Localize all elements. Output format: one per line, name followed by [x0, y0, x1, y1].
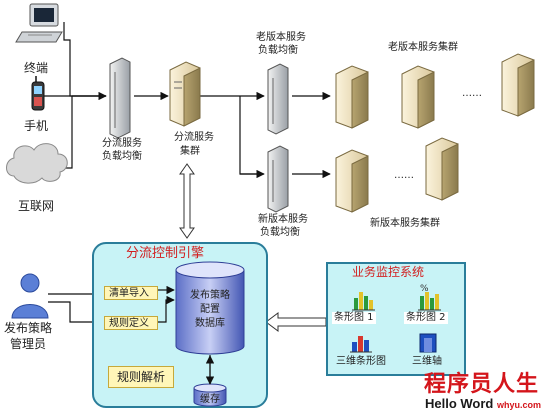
watermark-title: 程序员人生 [424, 372, 540, 397]
db-label-line3: 数据库 [195, 318, 225, 329]
db-label-line2: 配置 [200, 304, 220, 315]
watermark-sub-text: Hello Word [425, 396, 494, 411]
monitor-item-3d-axis: 三维轴 [412, 356, 442, 367]
monitor-item-bar-chart-2: 条形图 2 [404, 312, 448, 324]
monitor-item-3d-bar: 三维条形图 [336, 356, 386, 367]
watermark-sub: Hello Word whyu.com [425, 396, 541, 411]
main-load-balancer-icon [109, 57, 131, 139]
internet-cloud-icon [6, 143, 68, 184]
old-load-balancer-icon [267, 63, 289, 135]
new-lb-label-line2: 负载均衡 [260, 227, 300, 238]
old-cluster-ellipsis: …… [462, 88, 482, 99]
admin-label-line2: 管理员 [10, 337, 47, 351]
new-lb-label-line1: 新版本服务 [258, 214, 308, 225]
old-cluster-server-2-icon [401, 65, 435, 129]
old-cluster-label: 老版本服务集群 [388, 42, 458, 53]
db-label-line1: 发布策略 [190, 290, 230, 301]
new-cluster-server-2-icon [425, 137, 459, 201]
monitor-item-bar-chart-1: 条形图 1 [332, 312, 376, 324]
arrow-to-rule-define [48, 301, 105, 327]
old-cluster-server-3-icon [501, 53, 535, 117]
admin-person-icon [11, 273, 49, 319]
watermark-url: whyu.com [497, 400, 542, 410]
main-cluster-label-line2: 集群 [180, 146, 200, 157]
rule-define-box: 规则定义 [104, 316, 158, 330]
phone-label: 手机 [24, 119, 49, 133]
terminal-icon [15, 3, 63, 43]
cache-label: 缓存 [200, 394, 220, 405]
old-cluster-server-1-icon [335, 65, 369, 129]
main-lb-label-line2: 负载均衡 [102, 151, 142, 162]
old-lb-label-line1: 老版本服务 [256, 32, 306, 43]
old-lb-label-line2: 负载均衡 [258, 45, 298, 56]
main-cluster-server-icon [169, 61, 201, 127]
monitor-title: 业务监控系统 [352, 265, 425, 279]
new-cluster-label: 新版本服务集群 [370, 218, 440, 229]
main-cluster-label-line1: 分流服务 [174, 132, 214, 143]
engine-title: 分流控制引擎 [126, 246, 205, 261]
phone-icon [31, 76, 45, 111]
new-load-balancer-icon [267, 145, 289, 213]
engine-cluster-link-arrow [179, 163, 195, 239]
new-cluster-server-1-icon [335, 149, 369, 213]
admin-label-line1: 发布策略 [4, 321, 53, 335]
rule-parse-box: 规则解析 [108, 366, 174, 388]
internet-label: 互联网 [18, 199, 55, 213]
main-lb-label-line1: 分流服务 [102, 138, 142, 149]
terminal-label: 终端 [24, 61, 49, 75]
import-list-box: 清单导入 [104, 286, 158, 300]
monitor-engine-link-arrow [265, 312, 327, 332]
new-cluster-ellipsis: …… [394, 170, 414, 181]
